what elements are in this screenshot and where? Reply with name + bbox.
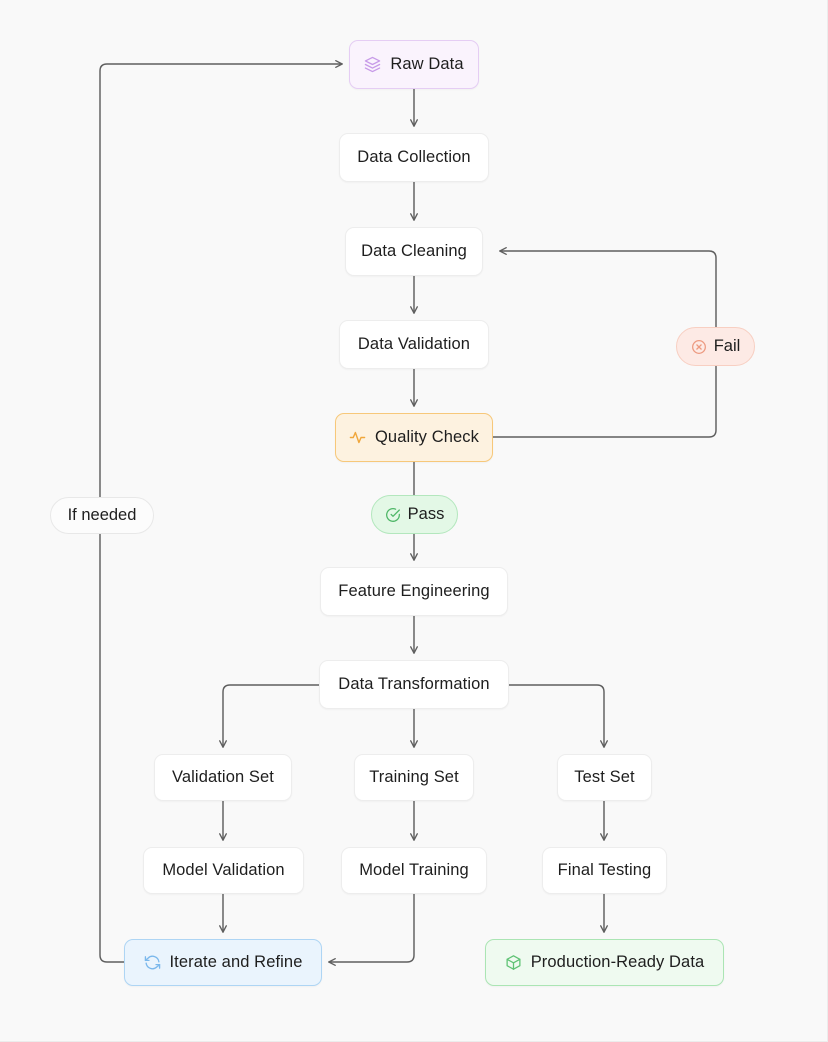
- x-circle-icon: [691, 339, 707, 355]
- node-model-training[interactable]: Model Training: [341, 847, 487, 894]
- node-label: Production-Ready Data: [530, 953, 705, 972]
- node-label: Data Cleaning: [361, 242, 467, 261]
- node-label: Data Transformation: [338, 675, 490, 694]
- node-training-set[interactable]: Training Set: [354, 754, 474, 801]
- node-label: Training Set: [369, 768, 459, 787]
- node-label: Data Collection: [357, 148, 471, 167]
- node-data-validation[interactable]: Data Validation: [339, 320, 489, 369]
- node-quality-check[interactable]: Quality Check: [335, 413, 493, 462]
- badge-label: Fail: [713, 337, 741, 355]
- node-label: Test Set: [574, 768, 635, 787]
- node-validation-set[interactable]: Validation Set: [154, 754, 292, 801]
- node-final-testing[interactable]: Final Testing: [542, 847, 667, 894]
- node-model-validation[interactable]: Model Validation: [143, 847, 304, 894]
- node-data-transformation[interactable]: Data Transformation: [319, 660, 509, 709]
- node-test-set[interactable]: Test Set: [557, 754, 652, 801]
- node-iterate-and-refine[interactable]: Iterate and Refine: [124, 939, 322, 986]
- edge-model-training-to-iterate: [328, 893, 415, 966]
- edge-transform-to-test-set: [508, 684, 608, 748]
- node-data-collection[interactable]: Data Collection: [339, 133, 489, 182]
- node-label: Quality Check: [374, 428, 479, 447]
- node-label: Model Validation: [162, 861, 285, 880]
- badge-label: If needed: [67, 506, 137, 524]
- node-data-cleaning[interactable]: Data Cleaning: [345, 227, 483, 276]
- node-label: Final Testing: [557, 861, 652, 880]
- node-label: Data Validation: [357, 335, 471, 354]
- node-raw-data[interactable]: Raw Data: [349, 40, 479, 89]
- node-label: Raw Data: [390, 55, 464, 74]
- node-label: Feature Engineering: [338, 582, 490, 601]
- badge-pass[interactable]: Pass: [371, 495, 458, 534]
- activity-icon: [349, 429, 366, 446]
- node-label: Validation Set: [172, 768, 274, 787]
- cube-icon: [505, 954, 522, 971]
- node-production-ready-data[interactable]: Production-Ready Data: [485, 939, 724, 986]
- badge-if-needed[interactable]: If needed: [50, 497, 154, 534]
- node-label: Iterate and Refine: [169, 953, 303, 972]
- check-circle-icon: [385, 507, 401, 523]
- badge-label: Pass: [407, 505, 445, 523]
- badge-fail[interactable]: Fail: [676, 327, 755, 366]
- node-label: Model Training: [359, 861, 469, 880]
- node-feature-engineering[interactable]: Feature Engineering: [320, 567, 508, 616]
- refresh-cycle-icon: [144, 954, 161, 971]
- layers-icon: [364, 56, 381, 73]
- edge-transform-to-validation-set: [219, 684, 320, 748]
